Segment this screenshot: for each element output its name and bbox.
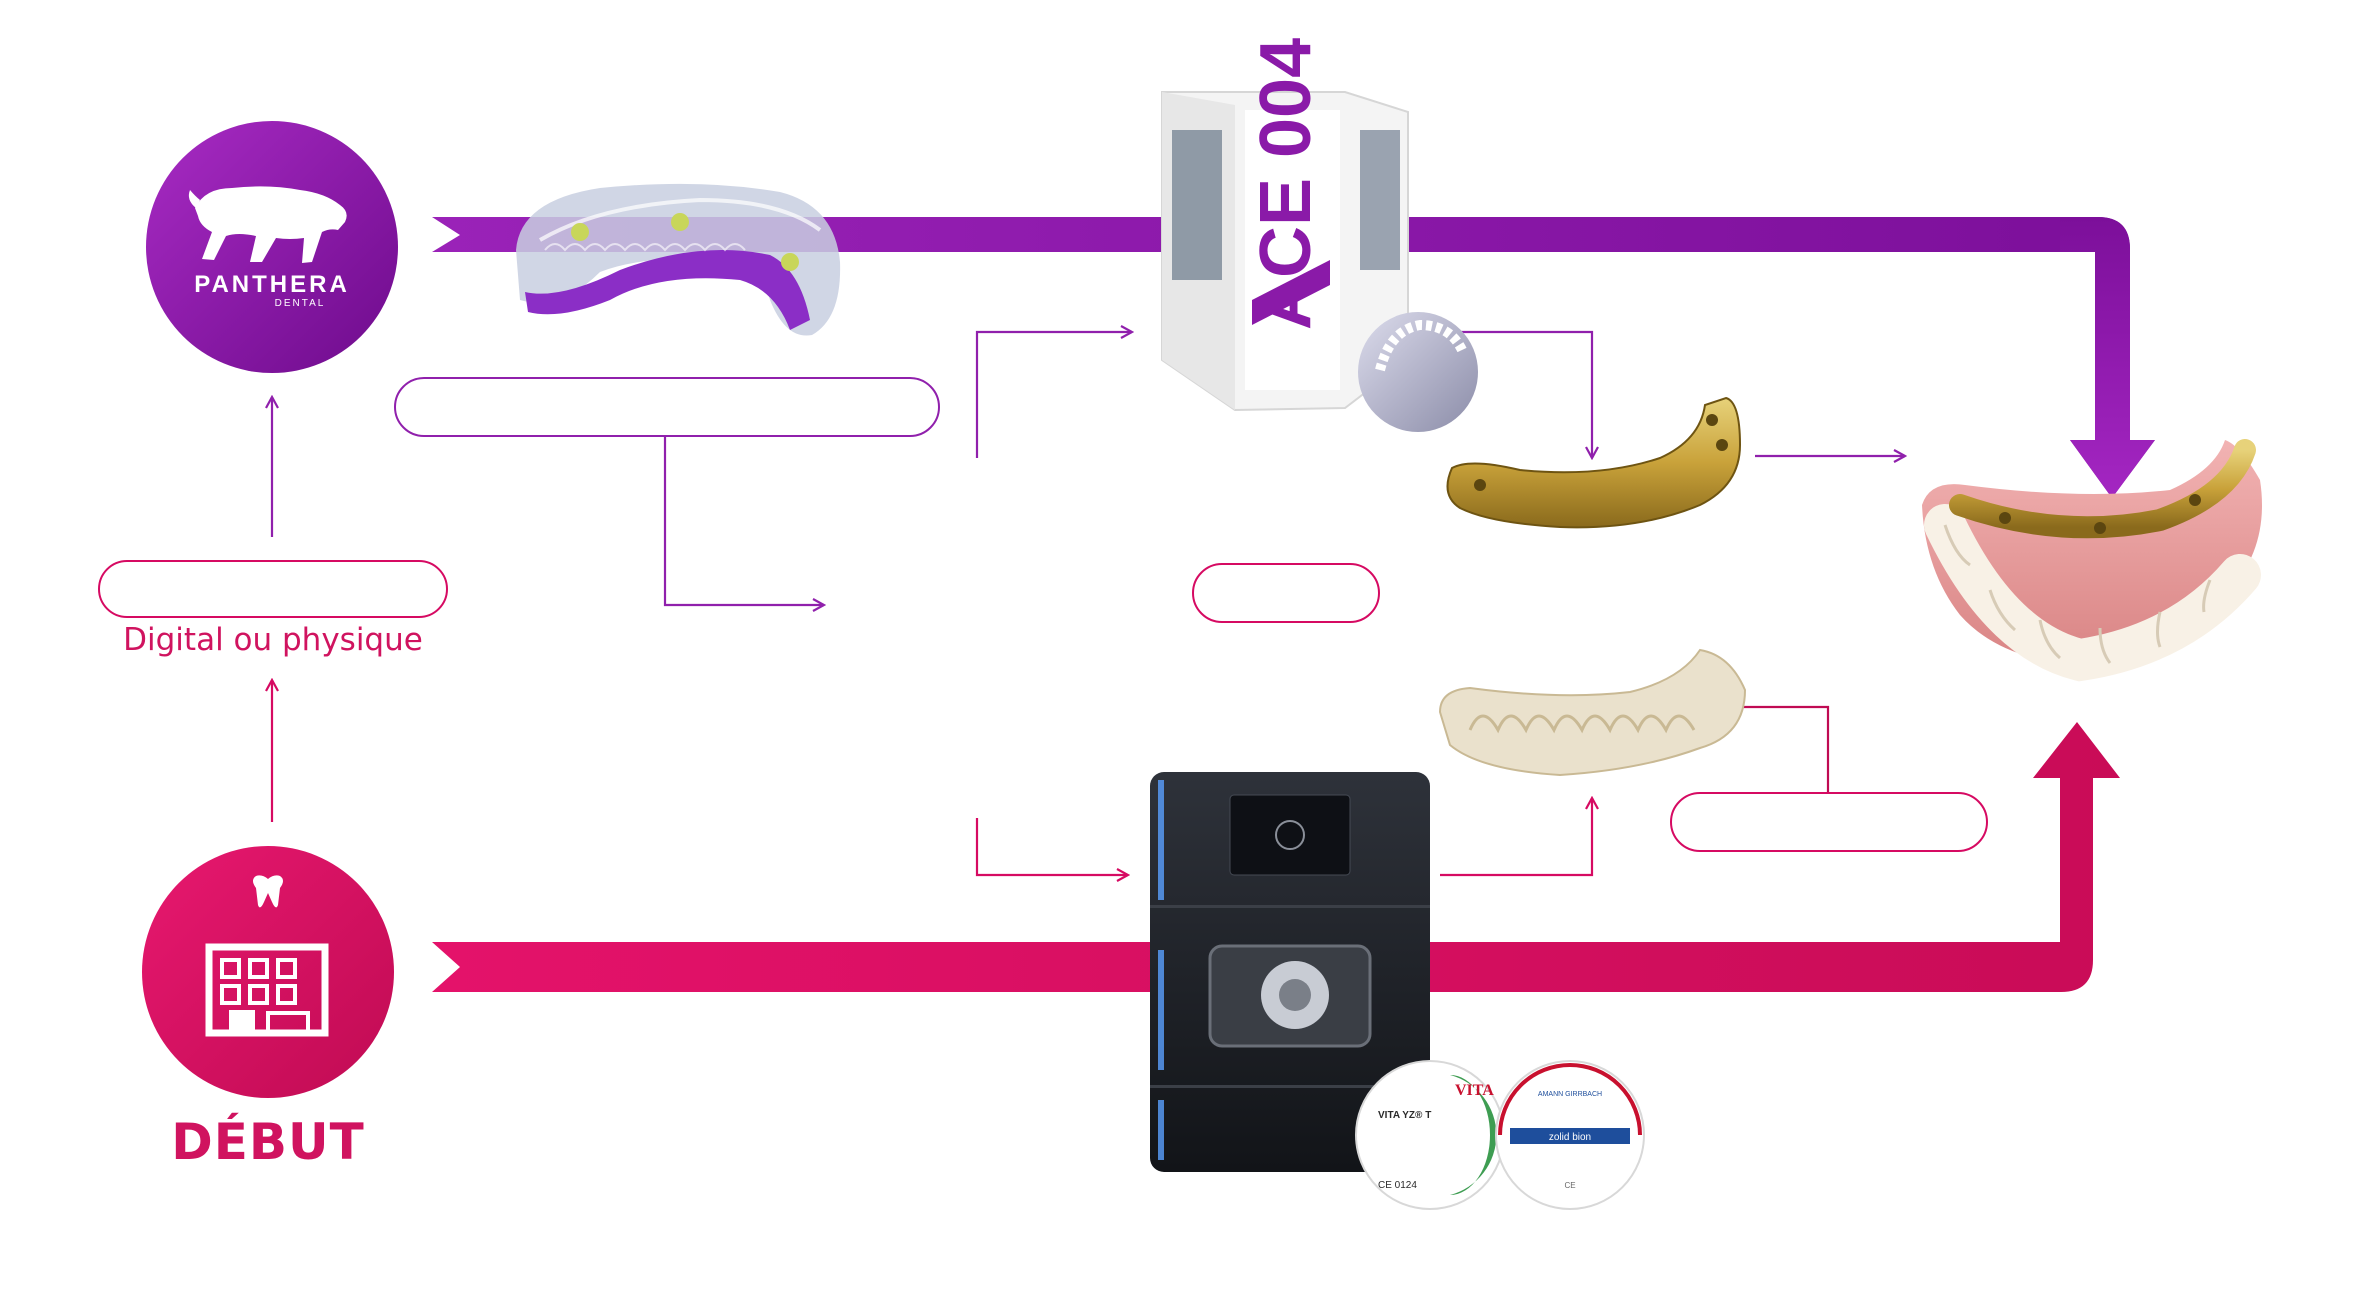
panther-logo-icon — [188, 186, 347, 263]
titanium-disc-icon — [1358, 312, 1478, 432]
vita-product-text: VITA YZ® T — [1378, 1110, 1431, 1121]
zolid-product-text: zolid bion — [1549, 1132, 1591, 1143]
zirconia-disc-zolid-icon: AMANN GIRRBACH zolid bion CE — [1495, 1060, 1645, 1210]
vita-brand-text: VITA — [1455, 1082, 1494, 1099]
metal-bar-framework-icon — [1446, 396, 1742, 529]
pill-zirconia — [1670, 792, 1988, 852]
digital-bridge-design-icon — [516, 183, 841, 336]
panthera-brand-text: PANTHERA — [194, 271, 350, 298]
pill-impression — [98, 560, 448, 618]
pill-center — [1192, 563, 1380, 623]
impression-label: Digital ou physique — [123, 622, 423, 658]
pill-design — [394, 377, 940, 437]
milling-machine-tower-icon: ACE 004 — [1161, 38, 1409, 412]
zolid-ce-text: CE — [1564, 1181, 1575, 1190]
zolid-brand-text: AMANN GIRRBACH — [1538, 1091, 1602, 1098]
zirconia-teeth-bridge-icon — [1438, 648, 1747, 777]
clinic-node — [142, 846, 394, 1098]
start-label: DÉBUT — [171, 1113, 365, 1171]
zirconia-disc-vita-icon: VITA VITA YZ® T CE 0124 — [1355, 1060, 1505, 1210]
magenta-flow-band — [432, 722, 2120, 992]
panthera-sub-text: DENTAL — [275, 298, 326, 309]
desktop-mill-icon — [1150, 772, 1430, 1172]
thin-connectors — [272, 332, 1905, 875]
dental-clinic-icon — [205, 875, 329, 1037]
panthera-node: PANTHERA DENTAL — [146, 121, 398, 373]
vita-ce-text: CE 0124 — [1378, 1180, 1417, 1191]
final-prosthesis-icon — [1922, 439, 2262, 682]
